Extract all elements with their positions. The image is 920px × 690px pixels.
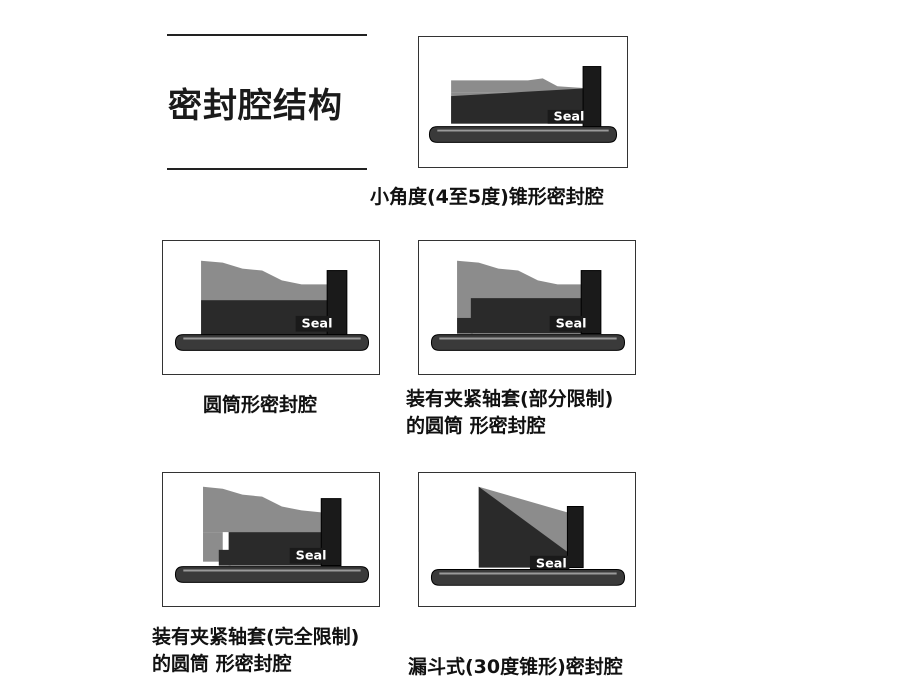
seal-label: Seal <box>296 549 327 564</box>
gland-plate <box>320 498 342 567</box>
diagram-cylindrical-chamber: Seal <box>162 240 380 375</box>
shaft <box>428 126 618 143</box>
caption-full-sleeve-line2: 的圆筒 形密封腔 <box>152 653 292 675</box>
page-title: 密封腔结构 <box>168 86 343 126</box>
shaft <box>430 334 626 351</box>
funnel-chamber-region <box>478 486 568 568</box>
diagram-funnel-chamber: Seal <box>418 472 636 607</box>
caption-small-taper: 小角度(4至5度)锥形密封腔 <box>370 186 604 208</box>
caption-cylindrical: 圆筒形密封腔 <box>203 394 318 416</box>
diagram-small-taper-chamber: Seal <box>418 36 628 168</box>
title-rule-top <box>167 34 367 36</box>
caption-partial-sleeve: 装有夹紧轴套(部分限制) 的圆筒 形密封腔 <box>406 386 613 440</box>
gland-plate <box>566 506 584 569</box>
seal-label: Seal <box>556 317 587 332</box>
gland-plate <box>580 270 602 335</box>
shaft <box>174 334 370 351</box>
shaft <box>430 569 626 586</box>
title-rule-bottom <box>167 168 367 170</box>
gland-housing-region <box>451 78 588 93</box>
shaft <box>174 566 370 583</box>
caption-funnel: 漏斗式(30度锥形)密封腔 <box>408 656 623 678</box>
diagram-full-sleeve-chamber: Seal <box>162 472 380 607</box>
caption-partial-sleeve-line2: 的圆筒 形密封腔 <box>406 415 546 437</box>
caption-full-sleeve-line1: 装有夹紧轴套(完全限制) <box>152 626 360 648</box>
seal-label: Seal <box>302 317 333 332</box>
seal-label: Seal <box>536 557 567 572</box>
caption-partial-sleeve-line1: 装有夹紧轴套(部分限制) <box>406 388 614 410</box>
diagram-partial-sleeve-chamber: Seal <box>418 240 636 375</box>
seal-label: Seal <box>554 110 585 125</box>
caption-full-sleeve: 装有夹紧轴套(完全限制) 的圆筒 形密封腔 <box>152 624 359 678</box>
